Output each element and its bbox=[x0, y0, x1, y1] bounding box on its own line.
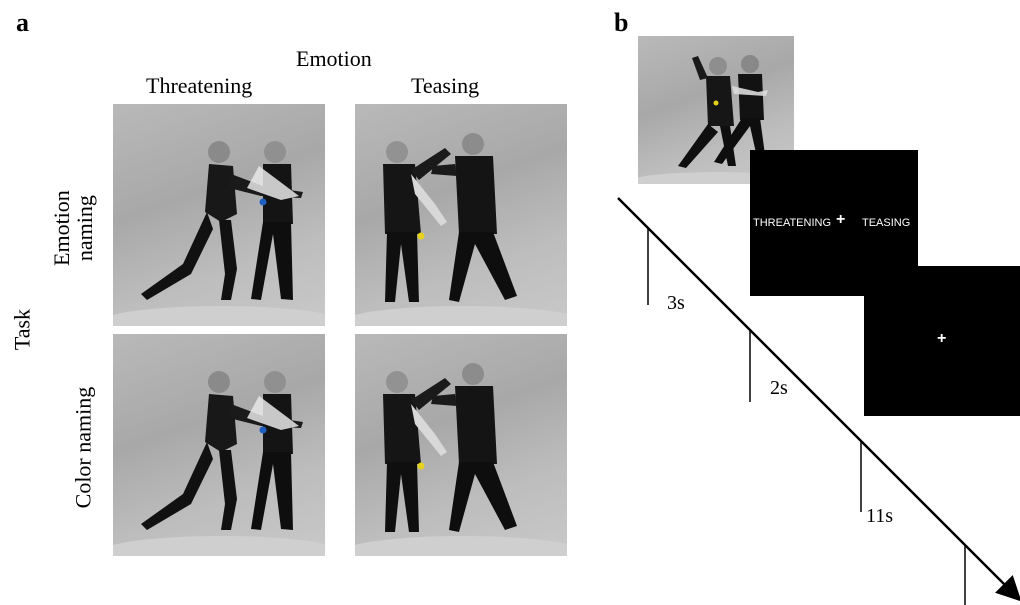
column-label-teasing: Teasing bbox=[411, 73, 480, 98]
row-label-emotion-line2: naming bbox=[72, 195, 97, 262]
dancers-figure bbox=[113, 371, 325, 556]
stimulus-photo bbox=[638, 36, 794, 184]
dancers-figure bbox=[638, 55, 794, 184]
color-dot bbox=[417, 232, 425, 240]
timeline-arrow bbox=[617, 197, 1020, 605]
panel-b-letter: b bbox=[614, 8, 629, 37]
color-dot bbox=[259, 198, 267, 206]
color-dot bbox=[259, 426, 267, 434]
photo-teasing-emotion-naming bbox=[355, 104, 567, 326]
duration-label-11s: 11s bbox=[866, 505, 894, 527]
color-dot bbox=[417, 462, 425, 470]
column-label-threatening: Threatening bbox=[146, 73, 253, 98]
photo-teasing-color-naming bbox=[355, 334, 567, 556]
color-dot bbox=[713, 100, 719, 106]
photo-threatening-emotion-naming bbox=[113, 104, 325, 326]
dancers-figure bbox=[113, 141, 325, 326]
row-label-color-naming: Color naming bbox=[70, 386, 96, 509]
dancers-figure bbox=[355, 133, 567, 326]
fixation-screen: + bbox=[864, 266, 1020, 416]
fixation-cross-only: + bbox=[937, 330, 947, 347]
emotion-axis-title: Emotion bbox=[296, 46, 372, 71]
row-label-emotion-line1: Emotion bbox=[48, 190, 74, 266]
task-axis-title: Task bbox=[9, 308, 35, 351]
duration-label-2s: 2s bbox=[770, 377, 788, 399]
photo-threatening-color-naming bbox=[113, 334, 325, 556]
dancers-figure bbox=[355, 363, 567, 556]
row-label-emotion-naming: Emotion naming bbox=[48, 183, 97, 273]
choice-teasing: TEASING bbox=[862, 217, 911, 229]
duration-label-3s: 3s bbox=[667, 292, 685, 314]
panel-a-letter: a bbox=[16, 8, 29, 37]
fixation-cross: + bbox=[836, 211, 846, 228]
response-screen: THREATENING + TEASING bbox=[750, 150, 918, 296]
choice-threatening: THREATENING bbox=[753, 217, 832, 229]
